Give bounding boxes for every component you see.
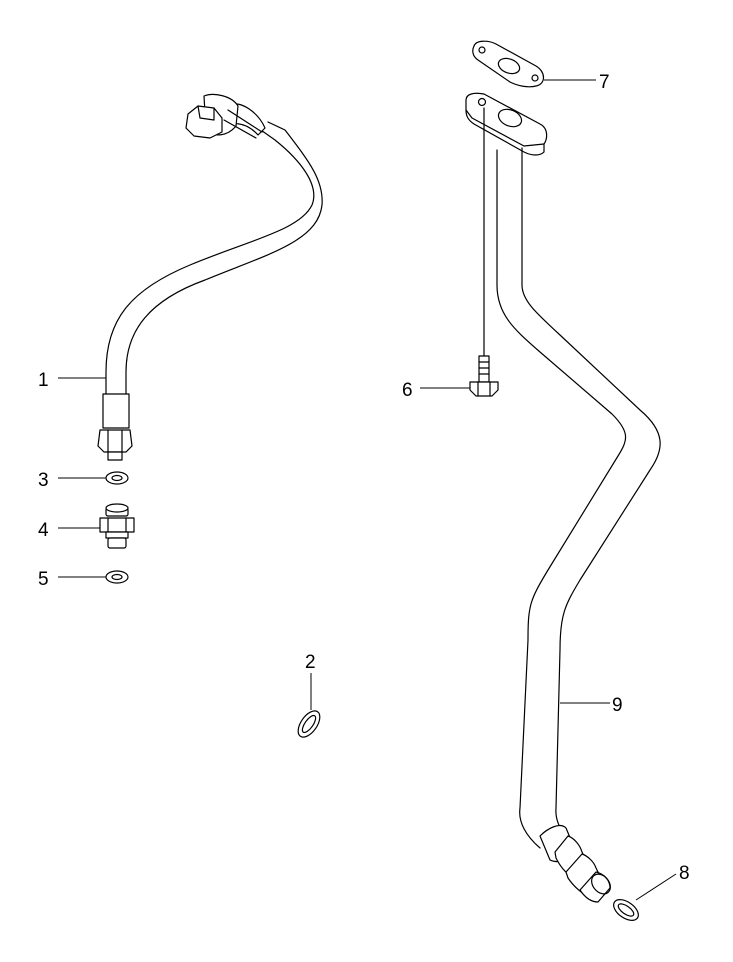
part-7-flange-gasket[interactable]: [472, 40, 545, 88]
part-3-washer[interactable]: [105, 471, 129, 485]
callout-1[interactable]: 1: [38, 370, 49, 391]
part-1-oil-feed-pipe[interactable]: [97, 93, 323, 461]
callout-7[interactable]: 7: [599, 72, 610, 93]
part-9-oil-return-pipe[interactable]: [465, 92, 661, 903]
part-2-gasket-ring[interactable]: [294, 707, 324, 741]
callout-2[interactable]: 2: [305, 652, 316, 673]
part-6-flange-bolt[interactable]: [469, 107, 499, 397]
callout-5[interactable]: 5: [38, 569, 49, 590]
part-4-union-adapter[interactable]: [99, 503, 135, 549]
callout-3[interactable]: 3: [38, 470, 49, 491]
leader-line-8: [635, 873, 677, 901]
callout-8[interactable]: 8: [679, 863, 690, 884]
callout-4[interactable]: 4: [38, 520, 49, 541]
part-5-washer[interactable]: [105, 570, 129, 584]
part-8-seal-ring[interactable]: [610, 895, 642, 924]
callout-9[interactable]: 9: [612, 695, 623, 716]
callout-6[interactable]: 6: [402, 380, 413, 401]
